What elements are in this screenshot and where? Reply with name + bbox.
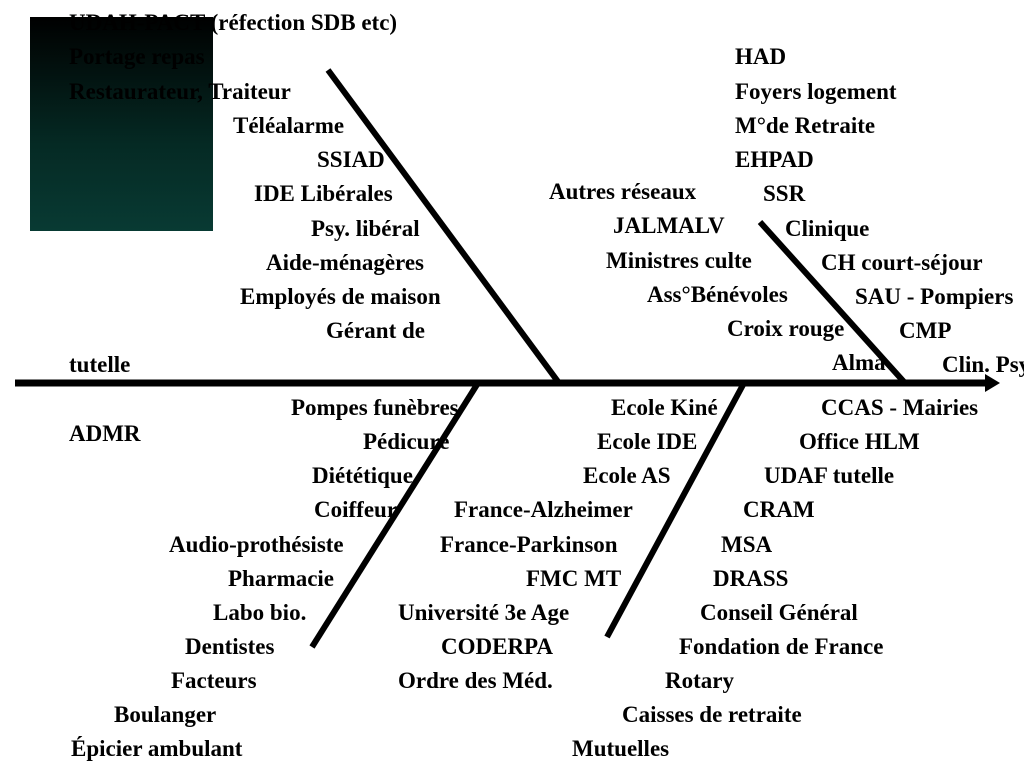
label-ch-court-sejour: CH court-séjour <box>821 250 983 275</box>
label-jalmalv: JALMALV <box>613 213 725 238</box>
label-ecole-as: Ecole AS <box>583 463 671 488</box>
label-dietetique: Diététique <box>312 463 413 488</box>
bone-left-lower <box>309 381 481 649</box>
label-restaurateur: Restaurateur, Traiteur <box>69 79 291 104</box>
label-boulanger: Boulanger <box>114 702 217 727</box>
label-psy-liberal: Psy. libéral <box>311 216 420 241</box>
label-fondation-de-france: Fondation de France <box>679 634 884 659</box>
label-aide-menageres: Aide-ménagères <box>266 250 424 275</box>
label-ordre-des-med: Ordre des Méd. <box>398 668 553 693</box>
label-office-hlm: Office HLM <box>799 429 920 454</box>
label-udah-pact: UDAH-PACT (réfection SDB etc) <box>69 10 398 35</box>
label-ecole-kine: Ecole Kiné <box>611 395 718 420</box>
label-rotary: Rotary <box>665 668 734 693</box>
label-epicier-ambulant: Épicier ambulant <box>71 736 243 761</box>
label-ssr: SSR <box>763 181 806 206</box>
label-coiffeur: Coiffeur <box>314 497 398 522</box>
label-drass: DRASS <box>713 566 789 591</box>
label-autres-reseaux: Autres réseaux <box>549 179 697 204</box>
decorative-square <box>30 17 213 231</box>
label-dentistes: Dentistes <box>185 634 275 659</box>
label-croix-rouge: Croix rouge <box>727 316 845 341</box>
label-ministres-culte: Ministres culte <box>606 248 752 273</box>
label-ass-benevoles: Ass°Bénévoles <box>647 282 788 307</box>
label-audio-prothesiste: Audio-prothésiste <box>169 532 344 557</box>
label-caisses-de-retraite: Caisses de retraite <box>622 702 802 727</box>
label-ecole-ide: Ecole IDE <box>597 429 698 454</box>
axis-arrowhead <box>985 374 1000 392</box>
label-clinique: Clinique <box>785 216 870 241</box>
label-employes-maison: Employés de maison <box>240 284 441 309</box>
label-ccas-mairies: CCAS - Mairies <box>821 395 979 420</box>
label-portage-repas: Portage repas <box>69 44 205 69</box>
label-universite-3e-age: Université 3e Age <box>398 600 570 625</box>
label-msa: MSA <box>721 532 773 557</box>
label-tutelle: tutelle <box>69 352 131 377</box>
label-conseil-general: Conseil Général <box>700 600 858 625</box>
label-france-alzheimer: France-Alzheimer <box>454 497 633 522</box>
label-pompes-funebres: Pompes funèbres <box>291 395 459 420</box>
label-foyers-logement: Foyers logement <box>735 79 897 104</box>
label-ssiad: SSIAD <box>317 147 385 172</box>
label-facteurs: Facteurs <box>171 668 257 693</box>
label-cram: CRAM <box>743 497 815 522</box>
label-ide-liberales: IDE Libérales <box>254 181 393 206</box>
label-admr: ADMR <box>69 421 141 446</box>
label-coderpa: CODERPA <box>441 634 554 659</box>
label-gerant-de: Gérant de <box>326 318 426 343</box>
label-ehpad: EHPAD <box>735 147 814 172</box>
label-pharmacie: Pharmacie <box>228 566 335 591</box>
label-cmp: CMP <box>899 318 952 343</box>
label-fmc-mt: FMC MT <box>526 566 622 591</box>
label-mutuelles: Mutuelles <box>572 736 670 761</box>
label-labo-bio: Labo bio. <box>213 600 307 625</box>
bone-right-upper <box>757 219 908 386</box>
label-telealarme: Téléalarme <box>233 113 345 138</box>
label-alma: Alma <box>832 350 886 375</box>
bone-left-upper <box>325 68 562 385</box>
label-france-parkinson: France-Parkinson <box>440 532 618 557</box>
label-sau-pompiers: SAU - Pompiers <box>855 284 1014 309</box>
label-had: HAD <box>735 44 787 69</box>
label-pedicure: Pédicure <box>363 429 450 454</box>
label-udaf-tutelle: UDAF tutelle <box>764 463 895 488</box>
label-clin-psy: Clin. Psy <box>942 352 1024 377</box>
bone-right-lower <box>604 381 747 639</box>
label-maison-retraite: M°de Retraite <box>735 113 876 138</box>
